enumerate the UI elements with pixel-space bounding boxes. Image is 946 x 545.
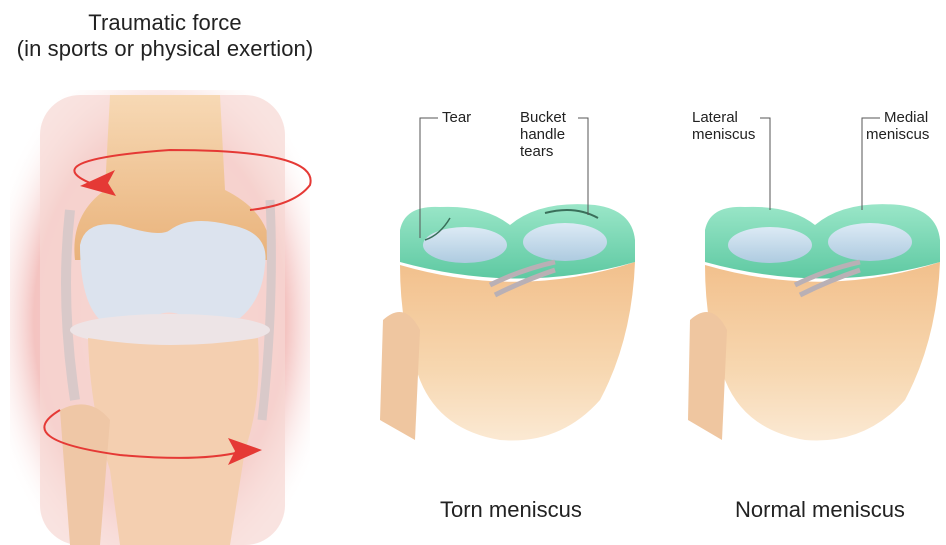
label-medial-line1: Medial [866, 109, 929, 126]
label-lateral-line2: meniscus [692, 126, 755, 143]
caption-torn-meniscus: Torn meniscus [440, 497, 582, 523]
torn-meniscus-illustration [380, 118, 635, 441]
torn-fibula [380, 312, 420, 440]
label-bucket-line3: tears [520, 143, 566, 160]
torn-lateral-cartilage [423, 227, 507, 263]
knee-illustration [10, 90, 311, 545]
diagram-title-line1: Traumatic force [0, 10, 330, 36]
label-bucket-handle-tears: Bucket handle tears [520, 109, 566, 160]
label-bucket-line1: Bucket [520, 109, 566, 126]
leader-lateral [760, 118, 770, 210]
label-tear: Tear [442, 109, 471, 126]
diagram-title-line2: (in sports or physical exertion) [0, 36, 330, 62]
normal-fibula [688, 312, 727, 440]
label-lateral-line1: Lateral [692, 109, 755, 126]
femur-cartilage [80, 221, 266, 320]
torn-medial-cartilage [523, 223, 607, 261]
normal-tibia [705, 262, 940, 441]
label-medial-meniscus: Medial meniscus [866, 109, 929, 143]
label-bucket-line2: handle [520, 126, 566, 143]
caption-normal-meniscus: Normal meniscus [735, 497, 905, 523]
label-medial-line2: meniscus [866, 126, 929, 143]
normal-lateral-cartilage [728, 227, 812, 263]
leader-bucket [578, 118, 588, 215]
normal-meniscus-illustration [688, 118, 940, 441]
label-lateral-meniscus: Lateral meniscus [692, 109, 755, 143]
torn-tibia [400, 262, 635, 441]
normal-medial-cartilage [828, 223, 912, 261]
